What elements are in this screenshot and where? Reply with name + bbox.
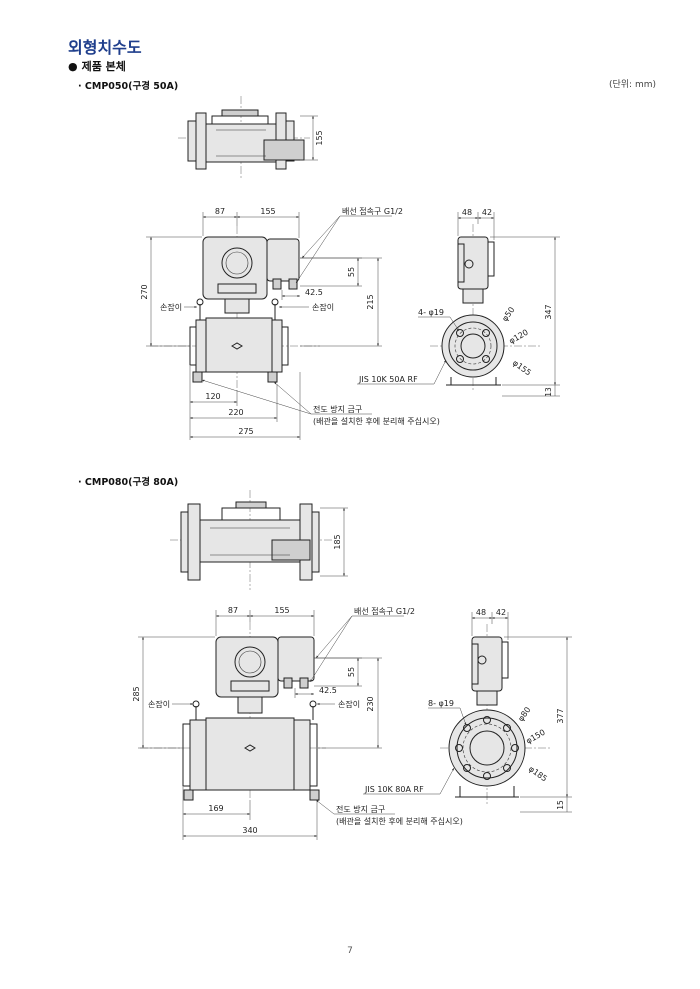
cmp050-side-view: 48 42 347 13 4- φ19 φ50 φ120 φ155 JIS 10…: [357, 208, 560, 397]
cmp050-dim-48: 48: [462, 208, 472, 217]
cmp050-label-handle-left: 손잡이: [160, 302, 182, 312]
cmp050-dim-120: 120: [205, 392, 220, 401]
cmp080-side-view: 48 42 377 15 8- φ19 φ80 φ150 φ185 JIS 10…: [363, 608, 572, 813]
cmp050-dim-215: 215: [366, 294, 375, 309]
section-title-text: 제품 본체: [81, 60, 126, 73]
cmp050-dim-275: 275: [238, 427, 253, 436]
cmp050-label-d-pcd: φ120: [508, 328, 530, 346]
cmp080-label-handle-right: 손잡이: [338, 699, 360, 709]
cmp080-dim-155: 155: [274, 606, 289, 615]
cmp050-dim-270: 270: [140, 284, 149, 299]
cmp080-dim-377: 377: [556, 708, 565, 723]
cmp050-front-view: 87 155 배선 접속구 G1/2 42.5 55 215 270 손잡이 손…: [140, 206, 440, 440]
cmp080-dim-340: 340: [242, 826, 257, 835]
cmp050-label-bracket-note: (배관을 설치한 후에 분리해 주십시오): [313, 416, 440, 426]
cmp050-dim-87: 87: [215, 207, 225, 216]
cmp050-label-holes: 4- φ19: [418, 308, 444, 317]
cmp080-top-view: 185: [170, 490, 348, 590]
cmp050-dim-155: 155: [260, 207, 275, 216]
unit-note: (단위: mm): [608, 80, 656, 90]
cmp080-label-handle-left: 손잡이: [148, 699, 170, 709]
cmp050-dim-13: 13: [544, 387, 553, 397]
cmp050-dim-347: 347: [544, 304, 553, 319]
model-title-cmp050: · CMP050(구경 50A): [78, 81, 179, 92]
cmp080-label-holes: 8- φ19: [428, 699, 454, 708]
cmp080-label-flange: JIS 10K 80A RF: [364, 785, 424, 794]
cmp050-dim-42-5: 42.5: [305, 288, 323, 297]
cmp080-dim-230: 230: [366, 696, 375, 711]
cmp080-label-bracket-note: (배관을 설치한 후에 분리해 주십시오): [336, 816, 463, 826]
cmp080-label-d-outer: φ185: [527, 764, 549, 783]
cmp080-label-d-pcd: φ150: [525, 728, 547, 746]
bullet-icon: ●: [68, 60, 78, 73]
cmp080-dim-285: 285: [132, 686, 141, 701]
cmp050-label-bracket: 전도 방지 금구: [313, 404, 362, 414]
cmp080-dim-169: 169: [208, 804, 223, 813]
cmp050-dim-42: 42: [482, 208, 492, 217]
cmp080-label-d-inner: φ80: [516, 705, 532, 723]
cmp050-label-conduit: 배선 접속구 G1/2: [342, 206, 403, 216]
cmp080-label-bracket: 전도 방지 금구: [336, 804, 385, 814]
cmp080-dim-42-5: 42.5: [319, 686, 337, 695]
model-title-cmp080: · CMP080(구경 80A): [78, 477, 179, 488]
page-number: 7: [347, 946, 353, 956]
cmp050-label-d-outer: φ155: [511, 358, 533, 377]
cmp080-top-dim-height: 185: [333, 534, 342, 549]
cmp080-dim-48: 48: [476, 608, 486, 617]
cmp050-label-d-inner: φ50: [500, 305, 516, 323]
cmp080-front-view: 87 155 배선 접속구 G1/2 42.5 55 230 285 손잡이 손…: [132, 606, 463, 840]
cmp080-dim-15: 15: [556, 800, 565, 810]
cmp080-label-conduit: 배선 접속구 G1/2: [354, 606, 415, 616]
cmp050-label-flange: JIS 10K 50A RF: [358, 375, 418, 384]
section-title: ●제품 본체: [68, 58, 126, 74]
cmp050-label-handle-right: 손잡이: [312, 302, 334, 312]
cmp050-dim-220: 220: [228, 408, 243, 417]
cmp050-top-dim-height: 155: [315, 130, 324, 145]
cmp080-dim-55: 55: [347, 667, 356, 677]
cmp080-dim-42: 42: [496, 608, 506, 617]
cmp080-dim-87: 87: [228, 606, 238, 615]
cmp050-top-view: 155: [178, 96, 324, 178]
page-title: 외형치수도: [68, 38, 142, 57]
cmp050-dim-55: 55: [347, 267, 356, 277]
